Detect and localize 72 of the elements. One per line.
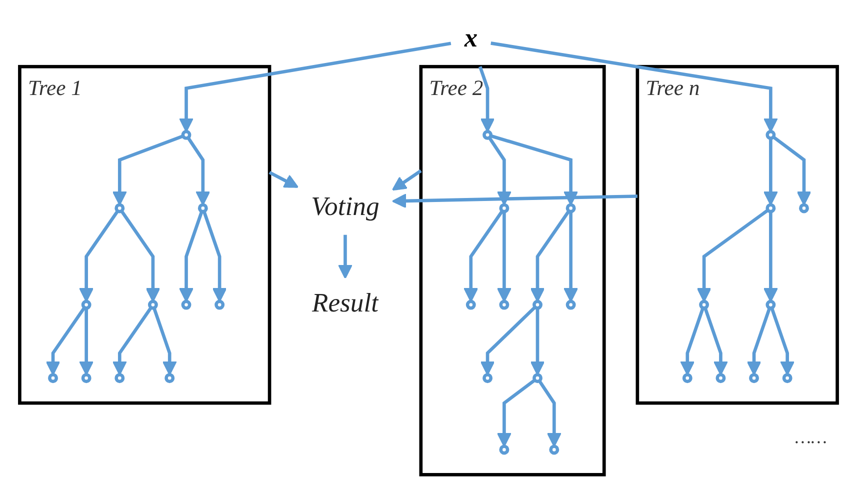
node-circle xyxy=(782,373,792,384)
node-circle xyxy=(716,373,726,384)
node-circle xyxy=(499,444,510,455)
node-circle xyxy=(114,373,125,384)
arrow xyxy=(490,134,578,206)
node-circle xyxy=(566,203,576,214)
arrow xyxy=(746,307,772,376)
node-circle xyxy=(749,373,760,384)
ellipsis-text: …… xyxy=(794,427,827,448)
arrow xyxy=(496,378,536,448)
node-circle xyxy=(181,300,192,310)
arrow xyxy=(186,136,210,206)
arrow xyxy=(464,210,504,302)
node-circle xyxy=(682,373,692,384)
arrow xyxy=(490,42,778,132)
arrow xyxy=(496,212,512,302)
arrow xyxy=(152,307,177,376)
node-circle xyxy=(799,203,809,214)
node-circle xyxy=(81,300,92,310)
arrow xyxy=(704,307,728,376)
arrow xyxy=(202,210,227,302)
node-circle xyxy=(81,373,92,384)
arrow xyxy=(79,308,94,376)
node-circle xyxy=(766,203,776,214)
arrow xyxy=(696,208,769,302)
node-circle xyxy=(699,300,710,310)
node-text: Result xyxy=(312,290,379,318)
arrow xyxy=(79,210,120,302)
arrow xyxy=(338,234,353,279)
node-circle xyxy=(766,300,776,310)
node-circle xyxy=(181,130,192,140)
arrow xyxy=(530,308,545,376)
node-circle xyxy=(499,300,510,310)
arrow xyxy=(538,380,562,448)
node-circle xyxy=(532,373,542,384)
arrow xyxy=(46,306,86,376)
node-circle xyxy=(198,203,208,214)
arrow xyxy=(478,66,495,132)
node-text: Voting xyxy=(311,193,380,222)
node-circle xyxy=(566,300,576,310)
node-circle xyxy=(114,203,125,214)
cluster: Tree 1 xyxy=(18,64,272,405)
arrow xyxy=(770,307,795,376)
arrow xyxy=(680,307,705,376)
node-circle xyxy=(499,203,510,214)
arrow xyxy=(480,306,536,376)
arrow xyxy=(563,212,578,302)
arrow xyxy=(120,210,160,302)
node-circle xyxy=(766,130,776,140)
node-circle xyxy=(482,130,493,140)
node-circle xyxy=(482,373,493,384)
arrow xyxy=(772,136,812,206)
arrow xyxy=(112,134,184,206)
node-circle xyxy=(466,300,476,310)
arrow xyxy=(530,210,570,302)
node-circle xyxy=(48,373,58,384)
node-text: x xyxy=(464,24,478,54)
node-circle xyxy=(214,300,225,310)
arrow xyxy=(268,170,299,188)
node-circle xyxy=(148,300,158,310)
arrow xyxy=(488,136,512,206)
node-circle xyxy=(532,300,542,310)
arrow xyxy=(763,212,778,302)
cluster: Tree n xyxy=(636,64,839,405)
arrow xyxy=(763,138,778,206)
arrow xyxy=(392,194,638,208)
arrow xyxy=(112,306,152,376)
node-circle xyxy=(164,373,175,384)
arrow xyxy=(392,169,422,191)
node-circle xyxy=(549,444,560,455)
arrow xyxy=(178,210,204,302)
arrow xyxy=(178,42,452,132)
